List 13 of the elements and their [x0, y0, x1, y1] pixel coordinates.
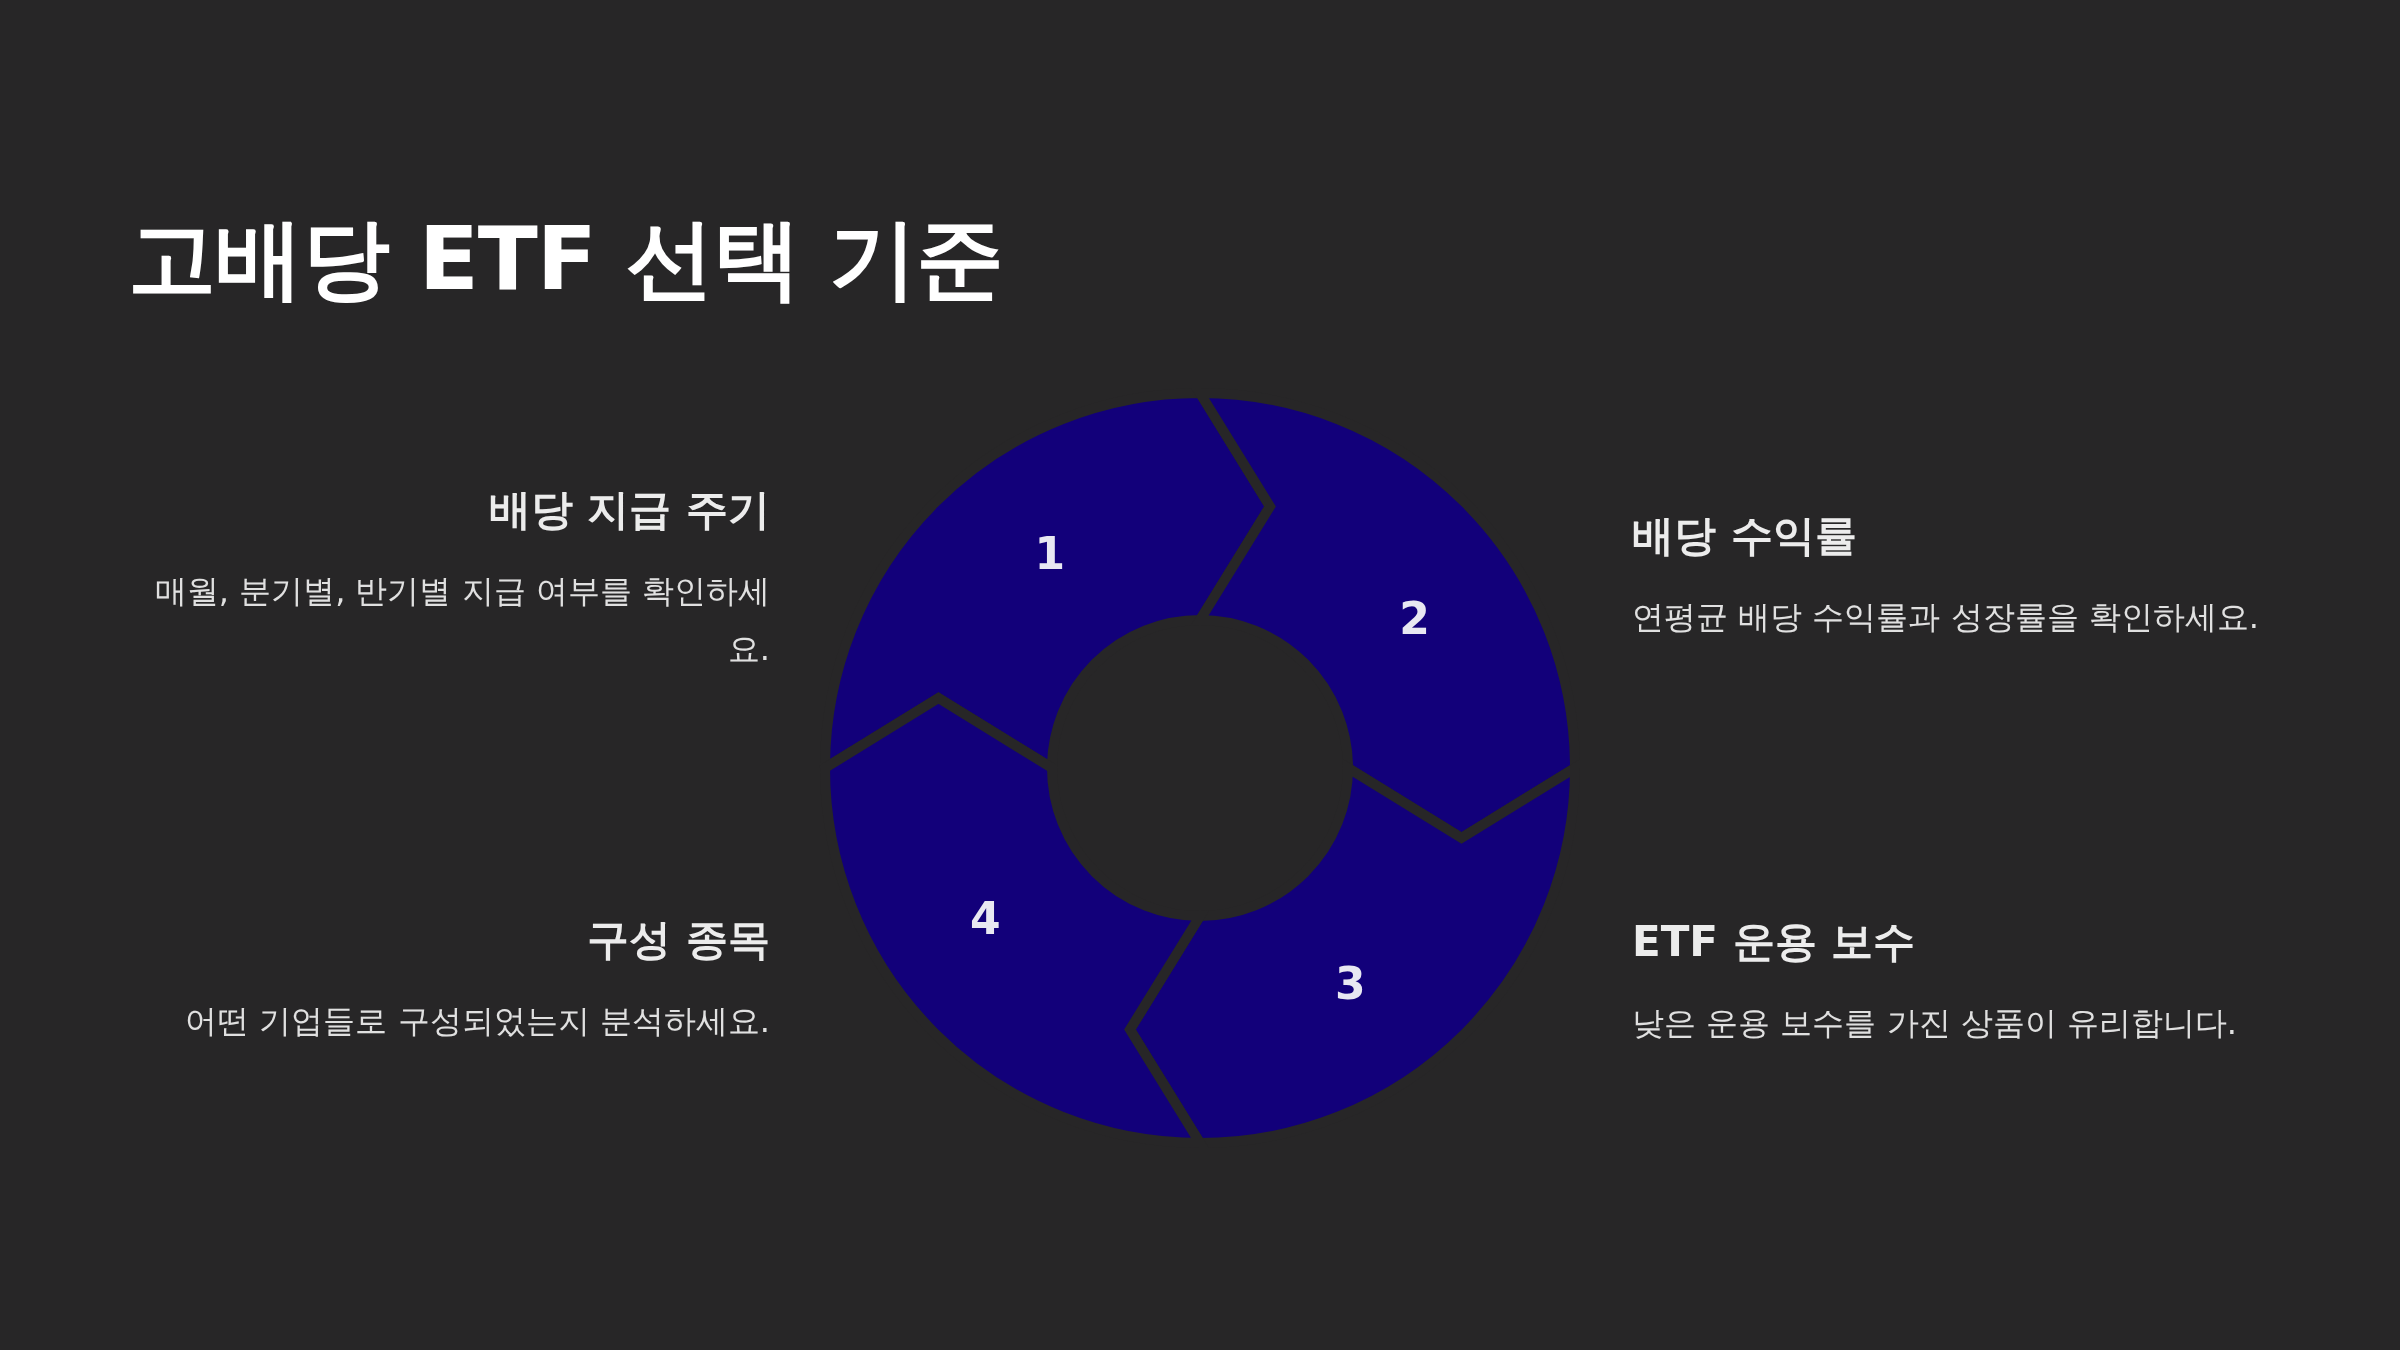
criterion-heading: 배당 지급 주기: [487, 484, 770, 536]
criterion-description: 연평균 배당 수익률과 성장률을 확인하세요.: [1632, 597, 2260, 638]
criterion-heading: 구성 종목: [586, 914, 770, 966]
step-number: 3: [1334, 957, 1366, 1009]
step-number: 1: [1034, 527, 1066, 579]
criterion-heading: 배당 수익률: [1632, 510, 1858, 562]
criterion-heading: ETF 운용 보수: [1632, 916, 1917, 968]
step-number: 4: [970, 892, 1001, 944]
step-number: 2: [1399, 592, 1430, 644]
title: 고배당 ETF 선택 기준: [128, 206, 1004, 312]
criterion-description: 매월, 분기별, 반기별 지급 여부를 확인하세요.: [153, 571, 770, 670]
criterion-description: 낮은 운용 보수를 가진 상품이 유리합니다.: [1632, 1003, 2239, 1044]
criterion-description: 어떤 기업들로 구성되었는지 분석하세요.: [184, 1001, 770, 1042]
